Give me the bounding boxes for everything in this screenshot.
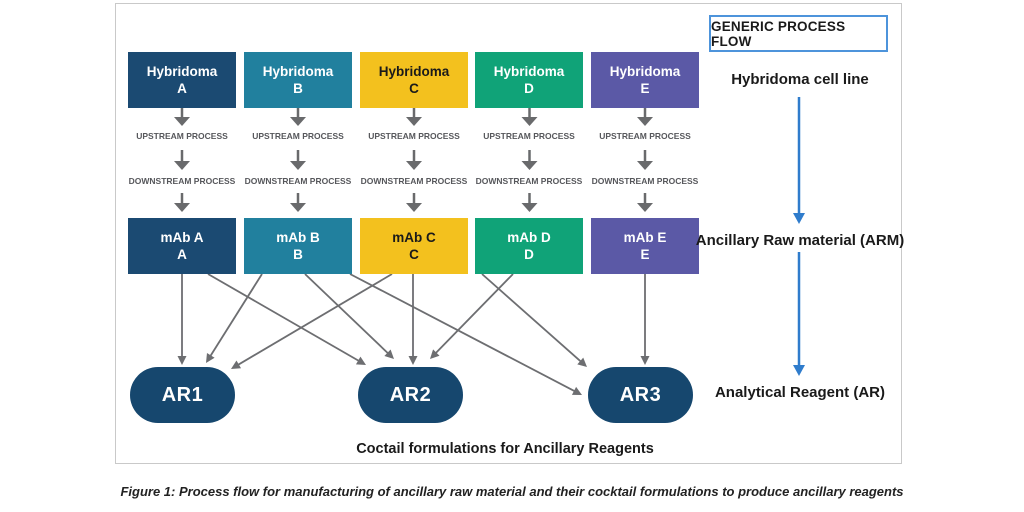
mab-d-name: mAb D	[507, 230, 551, 245]
hybridoma-c-box: Hybridoma C	[360, 52, 468, 108]
downstream-label-c: DOWNSTREAM PROCESS	[360, 176, 468, 186]
mab-e-name: mAb E	[623, 230, 667, 245]
hybridoma-b-letter: B	[293, 81, 303, 96]
hybridoma-c-name: Hybridoma	[378, 64, 450, 79]
stage-arm-label: Ancillary Raw material (ARM)	[695, 232, 905, 249]
mab-c-letter: C	[409, 247, 419, 262]
hybridoma-e-name: Hybridoma	[609, 64, 681, 79]
reagent-ar3-oval: AR3	[588, 367, 693, 423]
reagent-ar2-oval: AR2	[358, 367, 463, 423]
cocktail-note: Coctail formulations for Ancillary Reage…	[356, 441, 654, 457]
mab-b-name: mAb B	[276, 230, 320, 245]
hybridoma-b-box: Hybridoma B	[244, 52, 352, 108]
reagent-ar2-label: AR2	[389, 383, 432, 406]
hybridoma-d-box: Hybridoma D	[475, 52, 583, 108]
mab-d-letter: D	[524, 247, 534, 262]
mab-a-box: mAb A A	[128, 218, 236, 274]
stage-ar-label: Analytical Reagent (AR)	[714, 384, 886, 401]
reagent-ar3-label: AR3	[619, 383, 662, 406]
downstream-label-a: DOWNSTREAM PROCESS	[128, 176, 236, 186]
hybridoma-e-letter: E	[640, 81, 650, 96]
upstream-label-b: UPSTREAM PROCESS	[252, 131, 344, 141]
upstream-label-a: UPSTREAM PROCESS	[136, 131, 228, 141]
mab-c-box: mAb C C	[360, 218, 468, 274]
hybridoma-e-box: Hybridoma E	[591, 52, 699, 108]
hybridoma-a-box: Hybridoma A	[128, 52, 236, 108]
hybridoma-b-name: Hybridoma	[262, 64, 334, 79]
downstream-label-e: DOWNSTREAM PROCESS	[591, 176, 699, 186]
downstream-label-b: DOWNSTREAM PROCESS	[244, 176, 352, 186]
reagent-ar1-oval: AR1	[130, 367, 235, 423]
reagent-ar1-label: AR1	[161, 383, 204, 406]
hybridoma-c-letter: C	[409, 81, 419, 96]
mab-b-box: mAb B B	[244, 218, 352, 274]
mab-a-letter: A	[177, 247, 187, 262]
hybridoma-a-name: Hybridoma	[146, 64, 218, 79]
mab-e-box: mAb E E	[591, 218, 699, 274]
mab-e-letter: E	[640, 247, 650, 262]
mab-b-letter: B	[293, 247, 303, 262]
upstream-label-c: UPSTREAM PROCESS	[368, 131, 460, 141]
legend-box: GENERIC PROCESS FLOW	[709, 15, 888, 52]
mab-d-box: mAb D D	[475, 218, 583, 274]
upstream-label-d: UPSTREAM PROCESS	[483, 131, 575, 141]
mab-c-name: mAb C	[392, 230, 436, 245]
downstream-label-d: DOWNSTREAM PROCESS	[475, 176, 583, 186]
figure-caption: Figure 1: Process flow for manufacturing…	[120, 484, 904, 499]
upstream-label-e: UPSTREAM PROCESS	[599, 131, 691, 141]
hybridoma-a-letter: A	[177, 81, 187, 96]
hybridoma-d-name: Hybridoma	[493, 64, 565, 79]
legend-title: GENERIC PROCESS FLOW	[711, 18, 846, 49]
hybridoma-d-letter: D	[524, 81, 534, 96]
stage-cell-line-label: Hybridoma cell line	[731, 71, 869, 88]
mab-a-name: mAb A	[160, 230, 204, 245]
